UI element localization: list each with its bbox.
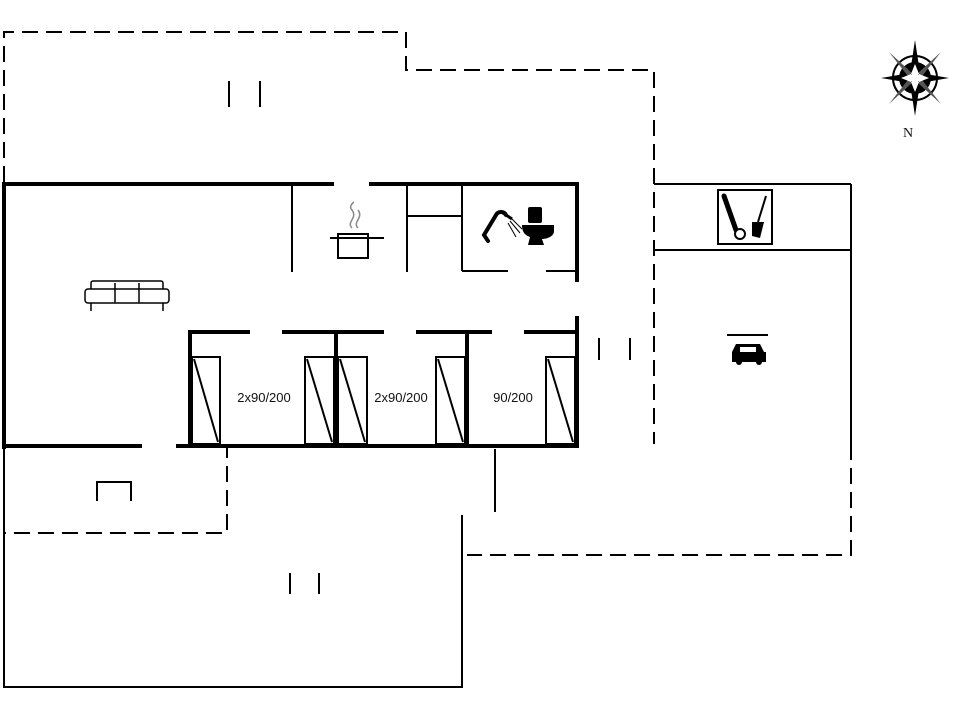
car-icon xyxy=(732,344,766,365)
wardrobe xyxy=(545,356,576,445)
south-terrace-outline xyxy=(3,449,463,688)
south-terrace xyxy=(3,449,496,688)
markers xyxy=(96,81,631,594)
toilet-icon xyxy=(522,207,554,245)
terrace-outlines xyxy=(3,31,852,556)
south-terrace-marker xyxy=(289,573,320,594)
house-walls xyxy=(2,182,579,449)
wardrobe xyxy=(191,356,221,445)
sofa-icon xyxy=(84,280,170,311)
bedroom-1-bed-label: 2x90/200 xyxy=(237,390,291,405)
north-terrace-marker xyxy=(228,81,261,107)
compass-rose-icon xyxy=(881,40,949,116)
passage-marker xyxy=(598,338,631,360)
annex-walls xyxy=(654,183,852,448)
wardrobes xyxy=(191,356,576,445)
bedroom-2-bed-label: 2x90/200 xyxy=(374,390,428,405)
shower-icon xyxy=(481,209,523,243)
west-terrace-outline xyxy=(3,447,228,534)
north-terrace-outline xyxy=(3,31,655,444)
wardrobe xyxy=(337,356,368,445)
west-terrace-table xyxy=(96,481,132,501)
wardrobe xyxy=(435,356,466,445)
bedroom-3-bed-label: 90/200 xyxy=(493,390,533,405)
garage-outline xyxy=(467,444,852,556)
north-label: N xyxy=(903,126,913,141)
wardrobe xyxy=(304,356,335,445)
vacuum-broom-icon xyxy=(717,189,773,245)
cooking-pot-icon xyxy=(330,201,384,259)
